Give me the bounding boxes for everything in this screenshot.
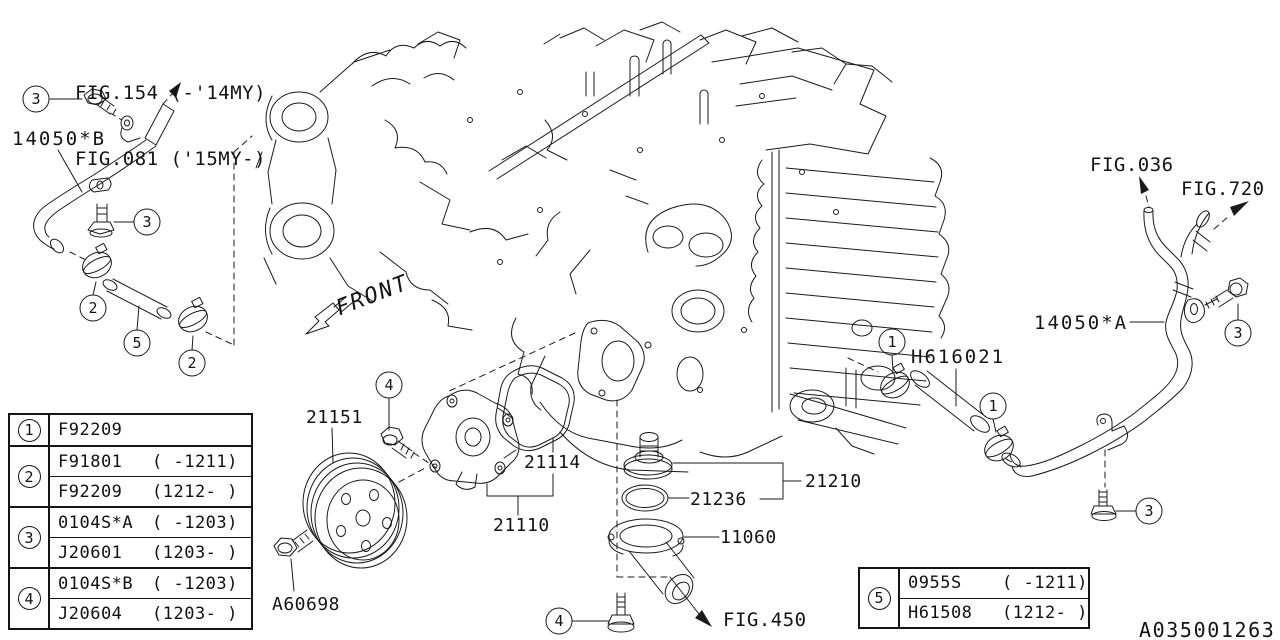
legend-group: 3 0104S*A ( -1203) J20601 (1203- ) [10,506,251,568]
figure-ref-036: FIG.036 [1090,154,1174,176]
legend-part-row: J20604 (1203- ) [50,598,251,628]
callout-number: 3 [1233,324,1242,342]
part-code: 0104S*B [58,573,134,594]
part-code: H61508 [908,602,973,623]
label-hose-h616021: H616021 [911,346,1006,368]
callout-number: 5 [132,334,141,352]
label-hose-14050b: 14050*B [12,128,107,150]
callout-number: 1 [17,418,41,442]
callout-number: 3 [142,213,151,231]
legend-part-row: F92209 (1212- ) [50,476,251,506]
legend-ref-badge: 2 [10,447,50,507]
figure-ref-line2: FIG.081 ('15MY-) [75,148,267,170]
figure-ref-450: FIG.450 [723,609,807,631]
legend-group: 2 F91801 ( -1211) F92209 (1212- ) [10,445,251,507]
legend-table-left: 1 F92209 2 F91801 ( -1211) F92209 (1212- )… [8,413,253,630]
callout-number: 3 [1144,502,1153,520]
legend-group: 4 0104S*B ( -1203) J20604 (1203- ) [10,567,251,628]
label-hose-14050a: 14050*A [1034,312,1129,334]
legend-part-row: H61508 (1212- ) [900,597,1088,628]
label-bolt-a60698: A60698 [272,594,341,615]
legend-table-right: 5 0955S ( -1211) H61508 (1212- ) [858,567,1090,629]
front-direction-arrow [305,296,353,335]
legend-ref-badge: 4 [10,569,50,628]
hose-14050a-drawing [880,207,1249,521]
part-note: ( -1211) [152,451,238,472]
legend-part-row: F91801 ( -1211) [50,447,251,476]
part-code: 0955S [908,573,962,594]
label-oring-21236: 21236 [690,489,747,510]
callout-number: 1 [887,333,896,351]
callout-number: 4 [554,612,563,630]
legend-ref-badge: 3 [10,508,50,568]
part-code: J20604 [58,603,123,624]
figure-ref-720: FIG.720 [1181,178,1265,200]
legend-part-row: 0104S*A ( -1203) [50,508,251,537]
part-note: ( -1211) [1002,573,1088,594]
callout-number: 2 [17,465,41,489]
figure-arrowheads [169,82,1249,627]
callout-number: 4 [384,376,393,394]
hose-14050b-drawing [33,88,208,351]
figure-ref-top-left: FIG.154 (-'14MY) FIG.081 ('15MY-) [75,38,266,192]
part-note: (1203- ) [152,603,238,624]
callout-number: 3 [17,526,41,550]
callout-number: 1 [988,397,997,415]
part-note: (1203- ) [152,542,238,563]
part-code: J20601 [58,542,123,563]
thermostat-assembly-drawing [571,432,802,633]
callout-bubbles: 3 3 2 5 2 4 4 1 1 3 3 [22,85,1252,635]
part-note: ( -1203) [152,512,238,533]
callout-number: 2 [187,354,196,372]
legend-group: 5 0955S ( -1211) H61508 (1212- ) [860,569,1088,627]
part-code: 0104S*A [58,512,134,533]
callout-number: 5 [867,586,891,610]
legend-ref-badge: 5 [860,569,900,627]
callout-number: 4 [17,587,41,611]
label-cover-11060: 11060 [720,527,777,548]
dashed-alignment-lines [69,93,1230,578]
label-gasket-21114: 21114 [524,452,581,473]
label-pump-21110: 21110 [493,515,550,536]
legend-part-row: J20601 (1203- ) [50,537,251,567]
part-code: F92209 [58,481,123,502]
legend-group: 1 F92209 [10,415,251,446]
legend-part-row: F92209 [50,415,251,445]
label-pulley-21151: 21151 [306,407,363,428]
part-code: F92209 [58,420,123,441]
part-note: (1212- ) [1002,602,1088,623]
legend-part-row: 0104S*B ( -1203) [50,569,251,598]
part-note: ( -1203) [152,573,238,594]
callout-number: 2 [88,299,97,317]
callout-number: 3 [31,90,40,108]
part-code: F91801 [58,451,123,472]
engine-block-drawing [255,21,950,473]
label-thermostat-21210: 21210 [805,471,862,492]
water-pump-assembly-drawing [273,365,575,592]
figure-ref-line1: FIG.154 (-'14MY) [75,82,267,104]
drawing-number: A035001263 [1139,618,1276,640]
legend-ref-badge: 1 [10,415,50,446]
legend-part-row: 0955S ( -1211) [900,569,1088,598]
part-note: (1212- ) [152,481,238,502]
